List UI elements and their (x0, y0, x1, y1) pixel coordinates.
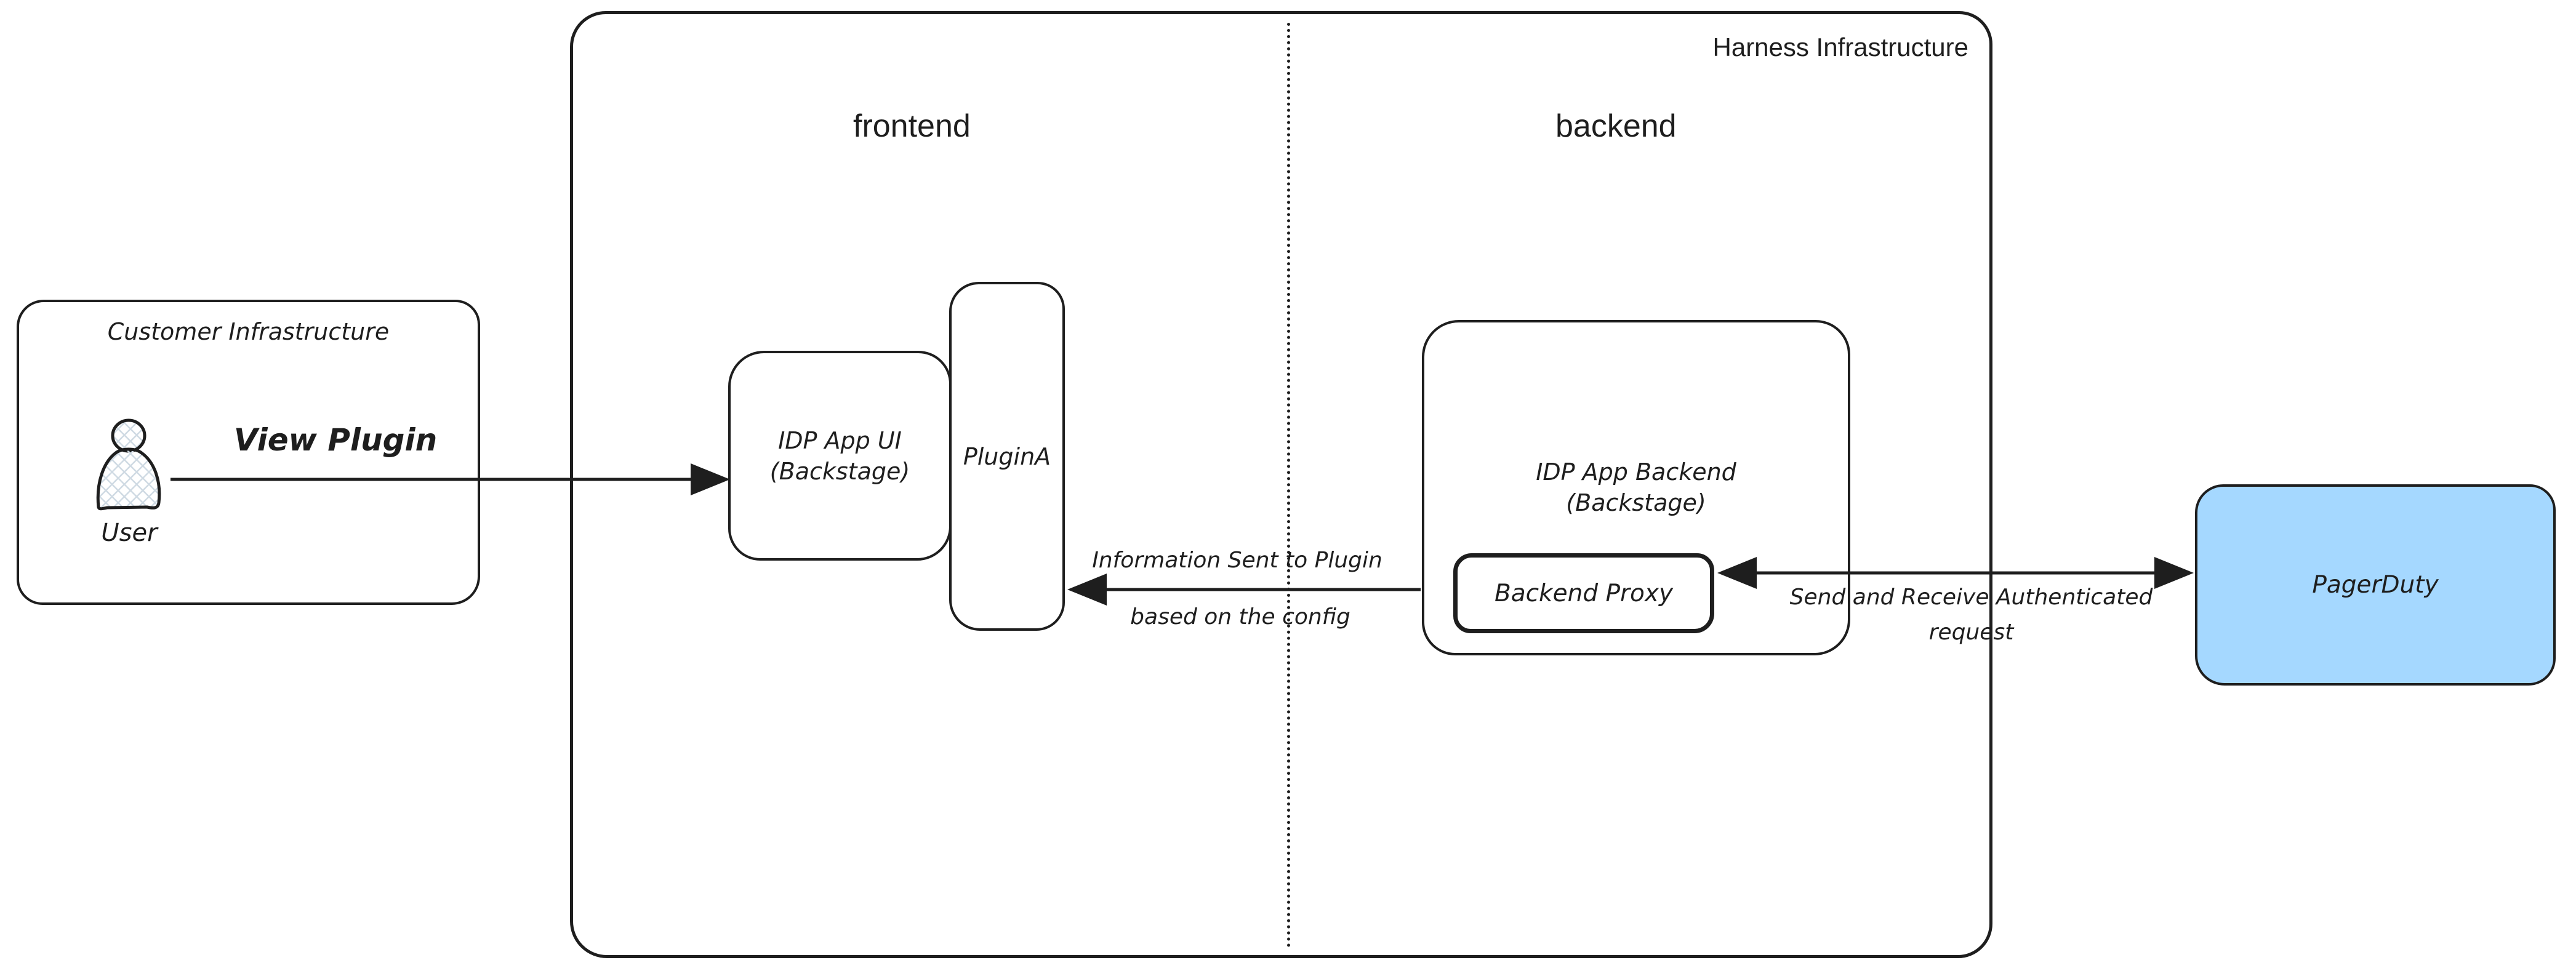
idp-app-ui-label-line2: (Backstage) (769, 457, 910, 485)
idp-app-backend-label-line2: (Backstage) (1566, 489, 1706, 516)
idp-app-backend-box: IDP App Backend (Backstage) Backend Prox… (1422, 320, 1850, 655)
idp-app-backend-label-line1: IDP App Backend (1536, 458, 1736, 486)
harness-infrastructure-box: Harness Infrastructure frontend backend (570, 11, 1992, 958)
idp-app-ui-label-line1: IDP App UI (778, 426, 902, 454)
plugin-a-box: PluginA (949, 282, 1065, 631)
harness-infrastructure-title: Harness Infrastructure (1712, 33, 1969, 62)
plugin-a-label: PluginA (963, 442, 1051, 470)
send-receive-label-line1: Send and Receive Authenticated (1789, 585, 2153, 610)
customer-infrastructure-box: Customer Infrastructure User (17, 300, 480, 605)
user-label: User (101, 519, 158, 547)
info-to-plugin-label-line2: based on the config (1130, 604, 1350, 630)
pagerduty-label: PagerDuty (2312, 571, 2439, 599)
pagerduty-box: PagerDuty (2195, 484, 2556, 686)
backend-zone-label: backend (1555, 108, 1677, 144)
backend-proxy-box: Backend Proxy (1453, 553, 1714, 633)
user-icon (96, 418, 161, 511)
customer-infrastructure-title: Customer Infrastructure (107, 318, 390, 345)
send-receive-edge-label: Send and Receive Authenticated request (1763, 580, 2179, 650)
frontend-zone-label: frontend (853, 108, 971, 144)
frontend-backend-divider (1287, 23, 1290, 948)
info-to-plugin-label-line1: Information Sent to Plugin (1092, 548, 1382, 573)
backend-proxy-label: Backend Proxy (1494, 579, 1674, 607)
view-plugin-edge-label: View Plugin (233, 422, 438, 458)
send-receive-label-line2: request (1928, 620, 2014, 645)
idp-app-ui-box: IDP App UI (Backstage) (728, 351, 952, 561)
